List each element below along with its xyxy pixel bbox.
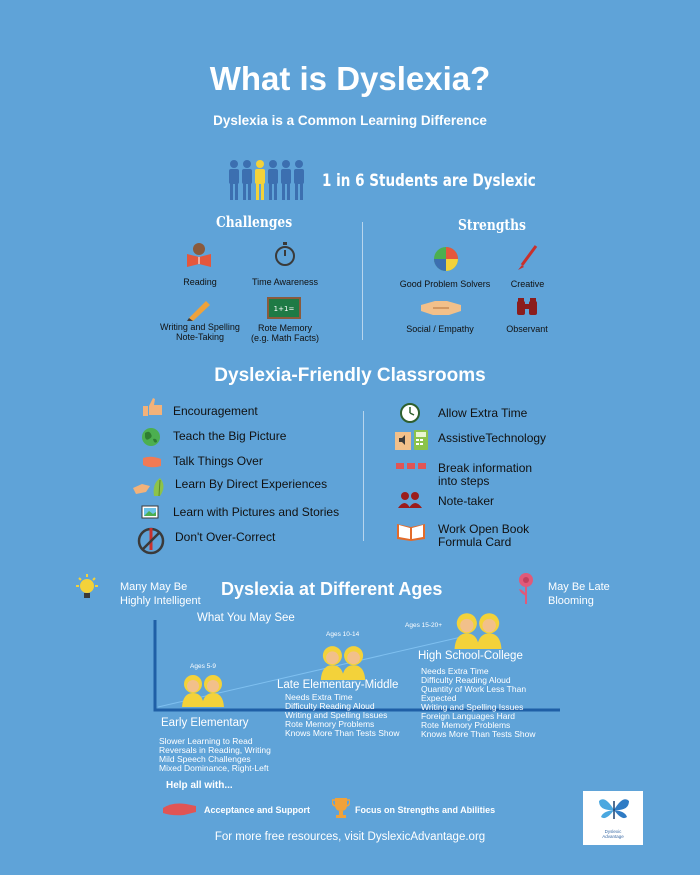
ages-heading: Dyslexia at Different Ages bbox=[221, 579, 443, 599]
classroom-left-3: Learn By Direct Experiences bbox=[175, 477, 328, 491]
dyslexic-advantage-logo: Dyslexic Advantage bbox=[583, 791, 643, 845]
stage-2-sign: Rote Memory Problems bbox=[421, 720, 511, 730]
book-icon bbox=[187, 243, 211, 267]
intelligent-note: Many May Be Highly Intelligent bbox=[120, 581, 201, 607]
note-taker-icon bbox=[398, 492, 422, 508]
stage-1-sign: Rote Memory Problems bbox=[285, 719, 375, 729]
challenge-time-awareness: Time Awareness bbox=[251, 277, 319, 287]
logo-text: Dyslexic Advantage bbox=[602, 829, 624, 839]
no-pencil-icon bbox=[137, 527, 165, 555]
children-icon-1 bbox=[182, 675, 224, 707]
flower-icon bbox=[519, 573, 533, 604]
children-icon-2 bbox=[320, 646, 366, 680]
lightbulb-icon bbox=[76, 574, 98, 598]
butterfly-icon bbox=[599, 799, 629, 819]
stage-2-sign: Knows More Than Tests Show bbox=[421, 729, 536, 739]
help-heading: Help all with... bbox=[166, 780, 233, 791]
svg-text:1+1=: 1+1= bbox=[274, 305, 295, 313]
stage-1-name: Late Elementary-Middle bbox=[277, 679, 399, 691]
stage-2-sign: Expected bbox=[421, 693, 457, 703]
stage-2-sign: Foreign Languages Hard bbox=[421, 711, 516, 721]
section-divider bbox=[362, 222, 363, 340]
people-icon bbox=[229, 160, 304, 200]
stage-0-sign: Reversals in Reading, Writing bbox=[159, 745, 271, 755]
stage-0-name: Early Elementary bbox=[161, 717, 249, 729]
challenge-reading: Reading bbox=[183, 277, 217, 287]
paintbrush-icon bbox=[518, 245, 538, 270]
stage-1-signs: Needs Extra Time Difficulty Reading Alou… bbox=[285, 693, 400, 738]
helping-hand-icon bbox=[163, 803, 196, 816]
steps-icon bbox=[396, 463, 426, 469]
strength-problem-solvers: Good Problem Solvers bbox=[399, 279, 491, 289]
speech-hand-icon bbox=[143, 456, 161, 468]
handshake-icon bbox=[421, 301, 461, 315]
stage-1-sign: Needs Extra Time bbox=[285, 692, 353, 702]
open-book-icon bbox=[397, 524, 425, 541]
stage-1-sign: Difficulty Reading Aloud bbox=[285, 701, 375, 711]
help-item-strengths: Focus on Strengths and Abilities bbox=[355, 805, 496, 815]
classroom-left-2: Talk Things Over bbox=[173, 454, 263, 468]
stage-0-age: Ages 5-9 bbox=[190, 663, 217, 670]
puzzle-icon bbox=[434, 247, 458, 271]
classroom-right-1: AssistiveTechnology bbox=[438, 431, 547, 445]
stage-1-sign: Writing and Spelling Issues bbox=[285, 710, 388, 720]
stage-2-sign: Quantity of Work Less Than bbox=[421, 684, 527, 694]
assistive-tech-icon bbox=[395, 430, 428, 450]
classroom-right-3: Note-taker bbox=[438, 494, 495, 508]
hand-leaf-icon bbox=[133, 478, 164, 497]
classroom-left-5: Don't Over-Correct bbox=[175, 530, 276, 544]
stage-0-sign: Mixed Dominance, Right-Left bbox=[159, 763, 269, 773]
classroom-right-2: Break information into steps bbox=[438, 461, 533, 488]
late-blooming-note: May Be Late Blooming bbox=[548, 581, 610, 607]
page-subtitle: Dyslexia is a Common Learning Difference bbox=[213, 113, 487, 128]
clock-icon bbox=[400, 403, 420, 423]
footer-resources: For more free resources, visit DyslexicA… bbox=[214, 831, 486, 843]
stage-0-signs: Slower Learning to Read Reversals in Rea… bbox=[159, 737, 271, 773]
thumbs-up-icon bbox=[143, 398, 162, 416]
stage-2-sign: Difficulty Reading Aloud bbox=[421, 675, 511, 685]
classrooms-heading: Dyslexia-Friendly Classrooms bbox=[214, 365, 486, 386]
stage-2-signs: Needs Extra Time Difficulty Reading Alou… bbox=[421, 667, 536, 739]
strengths-heading: Strengths bbox=[458, 216, 526, 234]
globe-icon bbox=[142, 428, 160, 446]
trophy-icon bbox=[332, 798, 350, 818]
stage-1-age: Ages 10-14 bbox=[326, 631, 360, 638]
dyslexia-stat: 1 in 6 Students are Dyslexic bbox=[322, 171, 536, 190]
stage-0-sign: Mild Speech Challenges bbox=[159, 754, 251, 764]
classroom-left-4: Learn with Pictures and Stories bbox=[173, 505, 340, 519]
chalkboard-icon: 1+1= bbox=[267, 297, 301, 319]
challenge-writing: Writing and Spelling Note-Taking bbox=[160, 322, 240, 342]
stage-2-name: High School-College bbox=[418, 650, 523, 662]
challenges-heading: Challenges bbox=[216, 213, 293, 231]
classroom-left-1: Teach the Big Picture bbox=[173, 429, 287, 443]
stopwatch-icon bbox=[275, 242, 295, 266]
strength-observant: Observant bbox=[506, 324, 548, 334]
classroom-right-0: Allow Extra Time bbox=[438, 406, 528, 420]
timeline-axis-label: What You May See bbox=[197, 612, 295, 624]
classroom-left-0: Encouragement bbox=[173, 404, 258, 418]
stage-1-sign: Knows More Than Tests Show bbox=[285, 728, 400, 738]
stage-2-sign: Writing and Spelling Issues bbox=[421, 702, 524, 712]
strength-creative: Creative bbox=[510, 279, 545, 289]
classroom-divider bbox=[363, 411, 364, 541]
children-icon-3 bbox=[454, 613, 502, 649]
pencil-icon bbox=[187, 301, 210, 321]
stage-0-sign: Slower Learning to Read bbox=[159, 736, 253, 746]
classroom-right-4: Work Open Book Formula Card bbox=[438, 522, 530, 549]
help-item-acceptance: Acceptance and Support bbox=[204, 805, 311, 815]
strength-social-empathy: Social / Empathy bbox=[406, 324, 474, 334]
page-title: What is Dyslexia? bbox=[209, 60, 491, 97]
binoculars-icon bbox=[517, 298, 537, 315]
stage-2-age: Ages 15-20+ bbox=[405, 622, 443, 629]
challenge-rote-memory: Rote Memory (e.g. Math Facts) bbox=[250, 323, 320, 343]
picture-icon bbox=[141, 505, 159, 519]
stage-2-sign: Needs Extra Time bbox=[421, 666, 489, 676]
